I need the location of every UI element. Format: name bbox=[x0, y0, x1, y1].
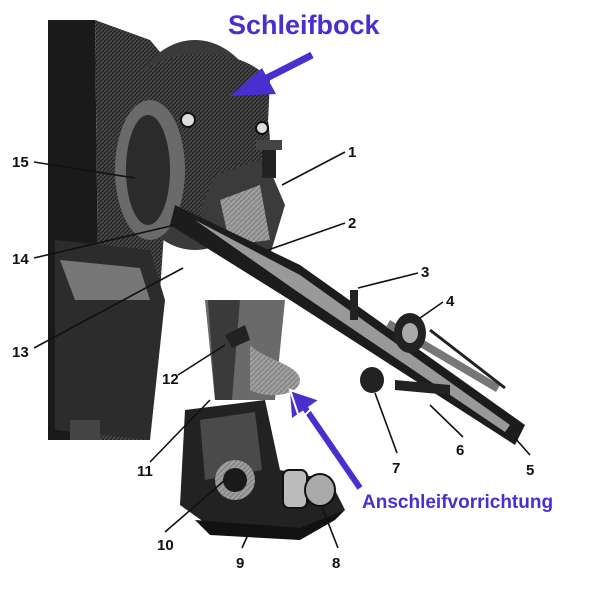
callout-8: 8 bbox=[332, 555, 340, 572]
label-anschleifvorrichtung: Anschleifvorrichtung bbox=[362, 492, 553, 513]
callout-leaders bbox=[33, 151, 531, 549]
arrow-to-grinder-icon bbox=[230, 51, 314, 96]
callout-6: 6 bbox=[456, 442, 464, 459]
callout-2: 2 bbox=[348, 215, 356, 232]
arrow-to-fixture-icon bbox=[288, 388, 363, 490]
callout-1: 1 bbox=[348, 144, 356, 161]
callout-3: 3 bbox=[421, 264, 429, 281]
callout-4: 4 bbox=[446, 293, 455, 310]
callout-9: 9 bbox=[236, 555, 244, 572]
sharpening-fixture bbox=[170, 140, 525, 445]
callout-7: 7 bbox=[392, 460, 400, 477]
annotation-arrows bbox=[230, 51, 363, 490]
callout-11: 11 bbox=[137, 463, 153, 480]
callout-14: 14 bbox=[12, 251, 29, 268]
callout-5: 5 bbox=[526, 462, 534, 479]
callout-13: 13 bbox=[12, 344, 29, 361]
fixture-base bbox=[180, 400, 345, 540]
callout-10: 10 bbox=[157, 537, 174, 554]
label-schleifbock: Schleifbock bbox=[228, 10, 381, 40]
callout-15: 15 bbox=[12, 154, 29, 171]
callout-12: 12 bbox=[162, 371, 179, 388]
